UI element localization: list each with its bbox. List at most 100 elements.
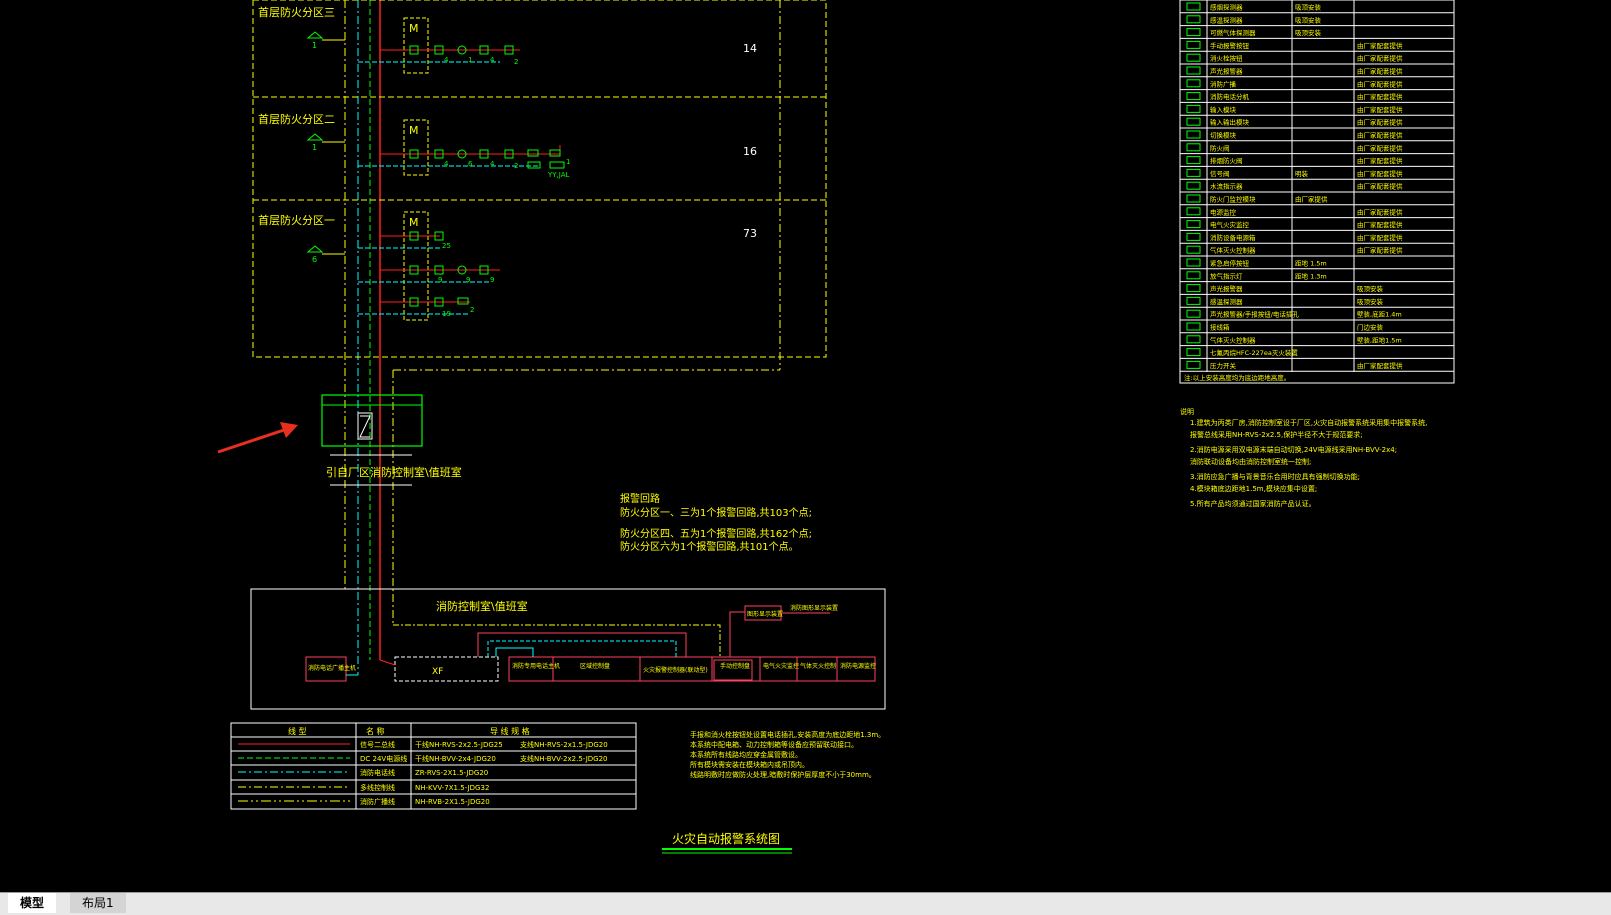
legend-note1: 由厂家提供 — [1295, 195, 1328, 204]
svg-text:9: 9 — [490, 276, 494, 284]
legend-name: 压力开关 — [1210, 361, 1237, 370]
svg-text:4: 4 — [444, 160, 449, 168]
svg-text:1: 1 — [312, 143, 317, 152]
svg-text:支线NH-RVS-2x1.5-JDG20: 支线NH-RVS-2x1.5-JDG20 — [520, 740, 608, 749]
zone-point-count: 14 — [743, 42, 757, 55]
legend-symbol-icon — [1186, 130, 1201, 139]
control-room[interactable]: 消防控制室\值班室 XF 消防电话广播主机 消防专用电话主机 区域控制盘 火灾报… — [250, 588, 886, 710]
svg-text:干线NH-RVS-2x2.5-JDG25: 干线NH-RVS-2x2.5-JDG25 — [415, 740, 503, 749]
svg-text:XF: XF — [432, 667, 443, 677]
junction-label: 引自厂区消防控制室\值班室 — [326, 465, 462, 479]
legend-footer: 注:以上安装高度均为底边距地高度。 — [1184, 373, 1290, 382]
legend-symbol-icon — [1186, 79, 1201, 88]
svg-text:1.建筑为丙类厂房,消防控制室设于厂区,火灾自动报警系统采用: 1.建筑为丙类厂房,消防控制室设于厂区,火灾自动报警系统采用集中报警系统, — [1190, 418, 1427, 427]
svg-text:M: M — [409, 124, 419, 137]
zone-2[interactable]: 首层防火分区二 16 1 M 4 6 4 2 1 YY,JAL — [258, 112, 757, 179]
svg-text:2: 2 — [514, 58, 518, 66]
svg-text:防火分区六为1个报警回路,共101个点。: 防火分区六为1个报警回路,共101个点。 — [620, 540, 799, 553]
alarm-loop-notes: 报警回路 防火分区一、三为1个报警回路,共103个点; 防火分区四、五为1个报警… — [620, 492, 812, 553]
legend-note2: 吸顶安装 — [1357, 297, 1384, 306]
legend-note1: 距地 1.3m — [1295, 271, 1327, 280]
svg-text:6: 6 — [312, 255, 317, 264]
svg-text:消防联动设备均由消防控制室统一控制;: 消防联动设备均由消防控制室统一控制; — [1190, 457, 1311, 466]
legend-name: 输入模块 — [1210, 105, 1237, 114]
svg-text:4.模块箱底边距地1.5m,模块应集中设置;: 4.模块箱底边距地1.5m,模块应集中设置; — [1190, 484, 1317, 493]
svg-text:2.消防电源采用双电源末端自动切换,24V电源线采用NH-B: 2.消防电源采用双电源末端自动切换,24V电源线采用NH-BVV-2x4; — [1190, 445, 1397, 454]
module-box — [403, 17, 429, 74]
cad-drawing-canvas[interactable]: 首层防火分区三 14 1 M 4 1 4 2 首层防火分区二 16 1 M — [0, 0, 1611, 892]
legend-symbol-icon — [1186, 2, 1201, 11]
svg-text:9: 9 — [466, 276, 470, 284]
zone-point-count: 73 — [743, 227, 757, 240]
legend-note2: 门边安装 — [1357, 323, 1384, 332]
svg-text:4: 4 — [490, 160, 495, 168]
legend-name: 可燃气体探测器 — [1210, 28, 1256, 37]
svg-text:本系统中配电箱、动力控制箱等设备应预留联动接口。: 本系统中配电箱、动力控制箱等设备应预留联动接口。 — [690, 740, 858, 749]
module-letter: M — [409, 22, 419, 35]
legend-note2: 由厂家配套提供 — [1357, 207, 1403, 216]
legend-note2: 由厂家配套提供 — [1357, 54, 1403, 63]
legend-name: 电源监控 — [1210, 207, 1237, 216]
legend-symbol-icon — [1186, 360, 1201, 369]
tab-layout1[interactable]: 布局1 — [70, 893, 126, 913]
detector-icon — [306, 31, 324, 39]
legend-note1: 吸顶安装 — [1295, 3, 1322, 12]
svg-text:M: M — [409, 216, 419, 229]
svg-text:消防图形显示装置: 消防图形显示装置 — [790, 604, 838, 612]
legend-note2: 吸顶安装 — [1357, 284, 1384, 293]
legend-symbol-icon — [1186, 28, 1201, 37]
svg-text:所有模块需安装在模块箱内或吊顶内。: 所有模块需安装在模块箱内或吊顶内。 — [690, 760, 809, 769]
svg-text:手报和消火栓按钮处设置电话插孔,安装高度为底边距地1.3m。: 手报和消火栓按钮处设置电话插孔,安装高度为底边距地1.3m。 — [690, 730, 885, 739]
svg-text:多线控制线: 多线控制线 — [360, 783, 395, 792]
detector-icon — [306, 245, 324, 253]
svg-text:气体灭火控制: 气体灭火控制 — [800, 662, 836, 670]
svg-text:2: 2 — [470, 306, 474, 314]
svg-text:本系统所有线路均应穿金属管敷设。: 本系统所有线路均应穿金属管敷设。 — [690, 750, 802, 759]
module-box — [403, 211, 429, 321]
svg-text:图形显示装置: 图形显示装置 — [747, 610, 783, 618]
xf-box — [394, 656, 499, 682]
svg-text:火灾报警控制器(联动型): 火灾报警控制器(联动型) — [643, 666, 708, 674]
legend-name: 输入输出模块 — [1210, 118, 1250, 127]
legend-note2: 壁装,底距1.4m — [1357, 310, 1402, 319]
legend-note2: 由厂家配套提供 — [1357, 246, 1403, 255]
drawing-title: 火灾自动报警系统图 — [662, 831, 792, 854]
legend-symbol-icon — [1186, 194, 1201, 203]
legend-name: 感烟探测器 — [1210, 3, 1243, 12]
riser-lines — [344, 0, 781, 675]
layout-tab-bar: 模型 布局1 — [0, 892, 1611, 915]
legend-name: 七氟丙烷HFC-227ea灭火装置 — [1210, 348, 1298, 357]
legend-symbol-icon — [1186, 40, 1201, 49]
legend-symbol-icon — [1186, 66, 1201, 75]
svg-text:ZR-RVS-2X1.5-JDG20: ZR-RVS-2X1.5-JDG20 — [415, 769, 488, 777]
legend-symbol-icon — [1186, 348, 1201, 357]
svg-text:消防广播线: 消防广播线 — [360, 797, 395, 806]
svg-text:YY,JAL: YY,JAL — [547, 171, 570, 179]
svg-text:区域控制盘: 区域控制盘 — [580, 662, 610, 670]
line-legend-table: 线 型 名 称 导 线 规 格 信号二总线 干线NH-RVS-2x2.5-JDG… — [230, 722, 637, 810]
svg-text:支线NH-BVV-2x2.5-JDG20: 支线NH-BVV-2x2.5-JDG20 — [520, 754, 608, 763]
legend-name: 消防电话分机 — [1210, 92, 1250, 101]
broadcast-host-box — [305, 656, 347, 682]
legend-note2: 由厂家配套提供 — [1357, 92, 1403, 101]
zone-3[interactable]: 首层防火分区三 14 1 M 4 1 4 2 — [258, 5, 757, 74]
legend-note2: 由厂家配套提供 — [1357, 220, 1403, 229]
legend-name: 声光报警器 — [1210, 67, 1243, 76]
svg-text:1: 1 — [468, 56, 472, 64]
legend-name: 消防广播 — [1210, 79, 1237, 88]
zone-1[interactable]: 首层防火分区一 73 6 M 25 9 9 9 19 2 — [258, 211, 757, 321]
legend-name: 气体灭火控制器 — [1210, 246, 1256, 255]
svg-text:线 型: 线 型 — [288, 726, 307, 736]
zone-title: 首层防火分区一 — [258, 213, 335, 227]
legend-symbol-icon — [1186, 207, 1201, 216]
tab-model[interactable]: 模型 — [8, 893, 57, 913]
smoke-detector-icon — [434, 45, 444, 55]
junction-box[interactable]: 引自厂区消防控制室\值班室 — [321, 394, 462, 486]
svg-text:NH-RVB-2X1.5-JDG20: NH-RVB-2X1.5-JDG20 — [415, 798, 490, 806]
svg-text:名 称: 名 称 — [366, 726, 385, 736]
detector-icon — [306, 133, 324, 141]
svg-text:1: 1 — [566, 158, 570, 166]
legend-note1: 明装 — [1295, 169, 1309, 178]
annotation-arrow — [217, 422, 298, 454]
legend-name: 接线箱 — [1210, 323, 1230, 332]
